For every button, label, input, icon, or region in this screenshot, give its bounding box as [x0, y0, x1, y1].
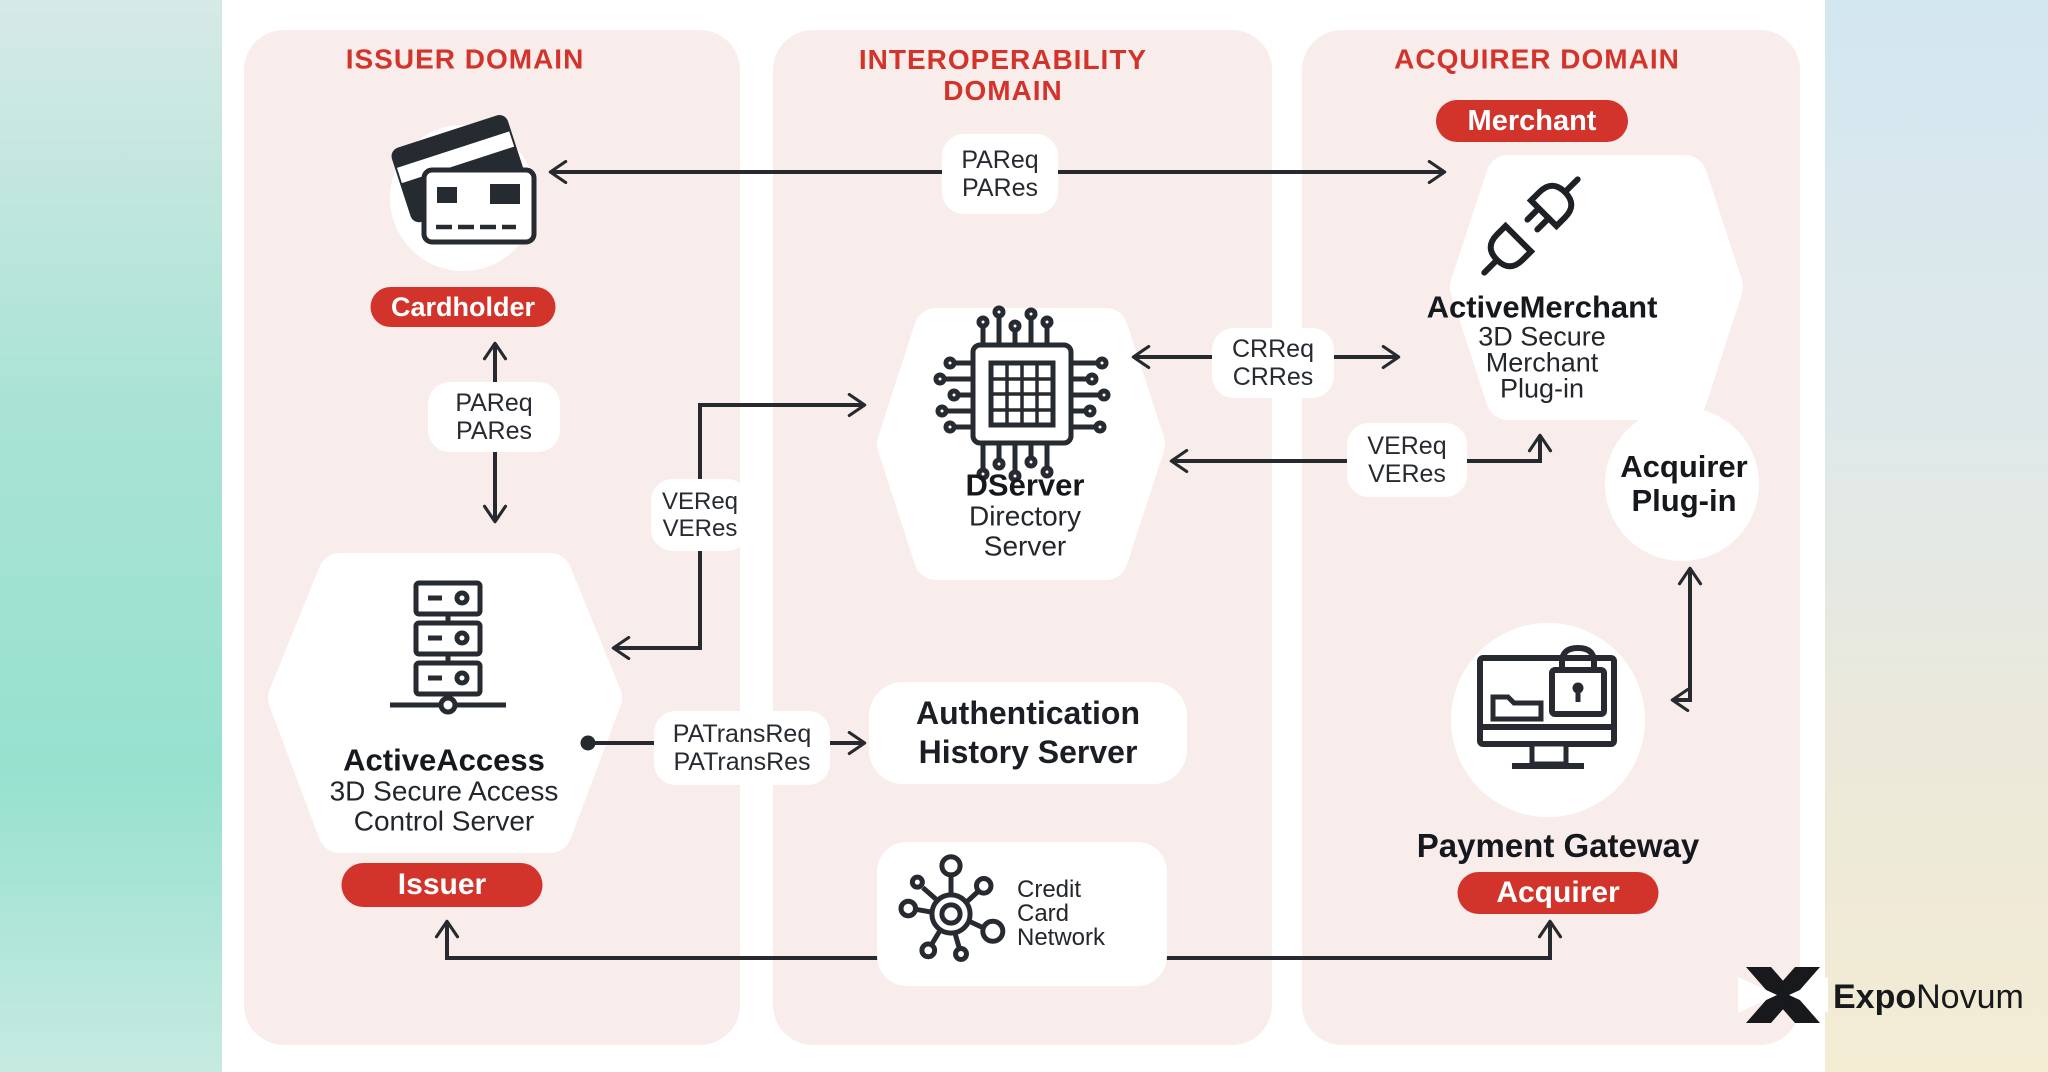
- dserver-name: DServer: [965, 467, 1085, 503]
- chip-icon: [933, 305, 1111, 483]
- active-access-node-text: ActiveAccess 3D Secure Access Control Se…: [264, 744, 624, 837]
- dserver-sub1: Directory: [968, 500, 1081, 532]
- logo-bold-part: Expo: [1833, 978, 1917, 1016]
- dserver-node-text: DServer Directory Server: [875, 469, 1175, 562]
- logo-wordmark: ExpoNovum: [1833, 978, 2024, 1017]
- active-merchant-sub2: Merchant: [1485, 347, 1599, 378]
- active-access-sub1: 3D Secure Access: [329, 775, 559, 807]
- network-hub-icon: [898, 854, 1006, 962]
- plug-icon: [1481, 176, 1581, 276]
- active-merchant-hexagon: [1450, 155, 1743, 420]
- acquirer-plugin-label: Acquirer Plug-in: [1620, 449, 1748, 518]
- active-access-name: ActiveAccess: [343, 742, 545, 778]
- arrow-plugin-gateway: [1670, 566, 1703, 713]
- credit-card-network-label: Credit Card Network: [1017, 876, 1106, 951]
- active-merchant-name: ActiveMerchant: [1426, 289, 1658, 325]
- server-stack-icon: [390, 580, 506, 715]
- credit-card-icon: [391, 115, 537, 245]
- acquirer-badge: Acquirer: [1457, 872, 1659, 914]
- right-gradient-strip: [1825, 0, 2048, 1072]
- arrow-vereq-right: [1169, 433, 1553, 474]
- secure-monitor-icon: [1477, 644, 1617, 769]
- acquirer-domain-title: ACQUIRER DOMAIN: [1394, 43, 1680, 75]
- merchant-badge: Merchant: [1436, 100, 1628, 142]
- active-merchant-sub1: 3D Secure: [1478, 321, 1606, 352]
- cardholder-badge: Cardholder: [370, 287, 556, 327]
- authentication-history-server: Authentication History Server: [869, 682, 1187, 784]
- active-access-sub2: Control Server: [353, 805, 535, 837]
- payment-gateway-label: Payment Gateway: [1416, 827, 1700, 864]
- left-gradient-strip: [0, 0, 222, 1072]
- interoperability-domain-title: INTEROPERABILITY DOMAIN: [858, 44, 1148, 106]
- issuer-domain-title: ISSUER DOMAIN: [345, 43, 585, 75]
- logo-regular-part: Novum: [1916, 978, 2024, 1016]
- active-merchant-node-text: ActiveMerchant 3D Secure Merchant Plug-i…: [1372, 289, 1712, 404]
- credit-card-network: Credit Card Network: [877, 842, 1167, 986]
- acquirer-plugin-circle: [1605, 407, 1759, 561]
- dserver-sub2: Server: [983, 530, 1067, 562]
- patrans-origin-dot: [580, 735, 596, 751]
- issuer-badge: Issuer: [341, 863, 543, 907]
- active-merchant-sub3: Plug-in: [1499, 373, 1585, 404]
- x-mark-icon: [1738, 967, 1828, 1023]
